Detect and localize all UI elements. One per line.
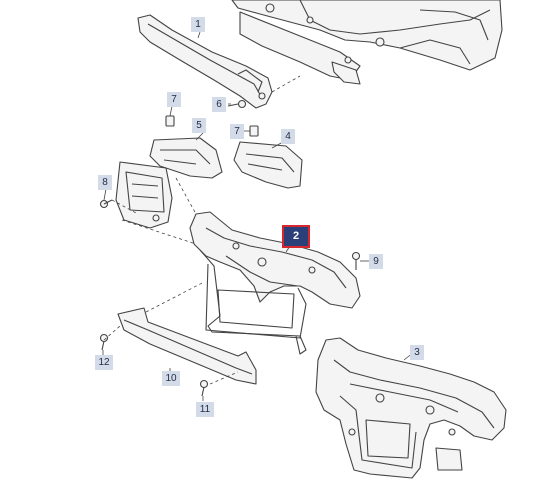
callout-1[interactable]: 1 [191,17,205,32]
part-1-longitudinal-member[interactable] [137,14,273,109]
callout-12[interactable]: 12 [95,355,113,370]
callout-7-upper[interactable]: 7 [167,92,181,107]
callout-10[interactable]: 10 [162,371,180,386]
part-10-bumper-reinforcement[interactable] [117,307,257,385]
lock-carrier-detail [115,161,173,229]
part-5-air-duct[interactable] [149,137,223,179]
part-2-front-carrier[interactable] [189,211,361,355]
part-4-air-duct[interactable] [233,141,303,189]
vehicle-body-structure [231,0,503,85]
callout-8[interactable]: 8 [98,175,112,190]
callout-4[interactable]: 4 [281,129,295,144]
callout-2[interactable]: 2 [282,225,310,248]
callout-9[interactable]: 9 [369,254,383,269]
part-3-front-carrier-assembly[interactable] [315,337,507,479]
callout-6[interactable]: 6 [212,97,226,112]
callout-3[interactable]: 3 [410,345,424,360]
callout-7-lower[interactable]: 7 [230,124,244,139]
callout-11[interactable]: 11 [196,402,214,417]
leader-lines [102,31,415,401]
callout-5[interactable]: 5 [192,118,206,133]
